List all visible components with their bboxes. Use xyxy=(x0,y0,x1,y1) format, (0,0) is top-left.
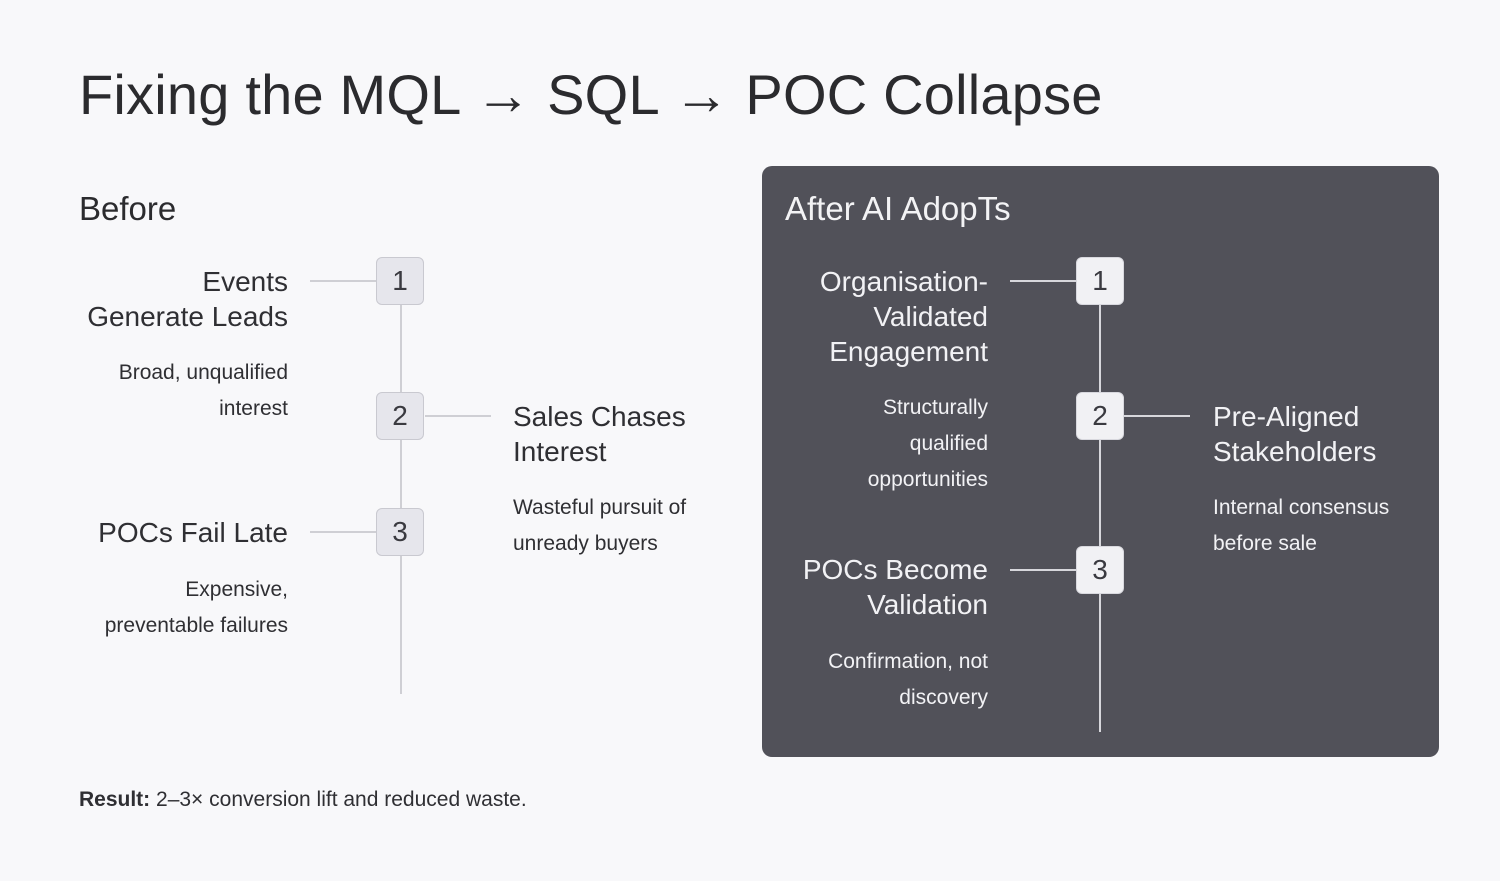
after-timeline-line xyxy=(1099,281,1101,732)
before-timeline-line xyxy=(400,281,402,694)
before-step-2-desc-line: Wasteful pursuit of xyxy=(513,496,687,519)
after-step-1-badge: 1 xyxy=(1076,257,1124,305)
after-step-1-desc-line: opportunities xyxy=(867,468,988,491)
before-step-3-connector xyxy=(310,531,376,533)
before-step-3-desc-line: preventable failures xyxy=(104,614,288,637)
after-step-3-desc-line: Confirmation, not xyxy=(828,650,988,673)
before-step-1-description: Broad, unqualified interest xyxy=(28,355,288,427)
before-heading: Before xyxy=(79,190,177,227)
before-step-2-title: Sales Chases Interest xyxy=(513,399,753,469)
before-step-2-badge: 2 xyxy=(376,392,424,440)
before-step-2-title-line: Interest xyxy=(513,436,607,467)
result-label: Result: xyxy=(79,788,151,811)
after-step-2-desc-line: Internal consensus xyxy=(1213,496,1390,519)
before-step-1-desc-line: interest xyxy=(219,397,288,420)
before-step-1-connector xyxy=(310,280,376,282)
before-step-2-desc-line: unready buyers xyxy=(513,532,658,555)
before-step-1-desc-line: Broad, unqualified xyxy=(118,361,288,384)
before-step-3-description: Expensive, preventable failures xyxy=(28,572,288,644)
after-step-2-desc-line: before sale xyxy=(1213,532,1317,555)
after-step-3-title: POCs Become Validation xyxy=(768,552,988,622)
before-step-1-title: Events Generate Leads xyxy=(28,264,288,334)
after-step-1-title-line: Validated xyxy=(873,301,988,332)
after-step-1-title-line: Organisation- xyxy=(819,266,988,297)
after-step-2-title-line: Stakeholders xyxy=(1213,436,1377,467)
before-step-2-connector xyxy=(425,415,491,417)
before-step-3-title: POCs Fail Late xyxy=(28,515,288,550)
after-step-1-desc-line: Structurally xyxy=(882,396,988,419)
after-step-2-badge: 2 xyxy=(1076,392,1124,440)
result-text: 2–3× conversion lift and reduced waste. xyxy=(150,788,527,811)
result-note: Result: 2–3× conversion lift and reduced… xyxy=(79,788,527,812)
after-step-2-title: Pre-Aligned Stakeholders xyxy=(1213,399,1428,469)
before-step-2-title-line: Sales Chases xyxy=(513,401,686,432)
before-step-2-description: Wasteful pursuit of unready buyers xyxy=(513,490,753,562)
before-step-3-badge: 3 xyxy=(376,508,424,556)
after-step-2-connector xyxy=(1124,415,1190,417)
after-step-3-title-line: Validation xyxy=(867,589,988,620)
after-step-1-title: Organisation- Validated Engagement xyxy=(768,264,988,369)
before-step-1-title-line: Generate Leads xyxy=(87,301,288,332)
after-step-3-badge: 3 xyxy=(1076,546,1124,594)
after-step-1-title-line: Engagement xyxy=(829,336,988,367)
before-step-3-desc-line: Expensive, xyxy=(185,578,288,601)
after-step-1-desc-line: qualified xyxy=(909,432,988,455)
after-step-1-description: Structurally qualified opportunities xyxy=(768,390,988,498)
before-step-3-title-line: POCs Fail Late xyxy=(98,517,288,548)
page-title: Fixing the MQL → SQL → POC Collapse xyxy=(79,63,1103,126)
after-step-1-connector xyxy=(1010,280,1076,282)
before-step-1-badge: 1 xyxy=(376,257,424,305)
after-step-3-desc-line: discovery xyxy=(899,686,988,709)
before-step-1-title-line: Events xyxy=(202,266,288,297)
after-step-2-title-line: Pre-Aligned xyxy=(1213,401,1360,432)
after-heading: After AI AdopTs xyxy=(785,190,1011,227)
after-step-3-title-line: POCs Become xyxy=(802,554,988,585)
after-step-3-connector xyxy=(1010,569,1076,571)
after-step-2-description: Internal consensus before sale xyxy=(1213,490,1428,562)
after-step-3-description: Confirmation, not discovery xyxy=(768,644,988,716)
